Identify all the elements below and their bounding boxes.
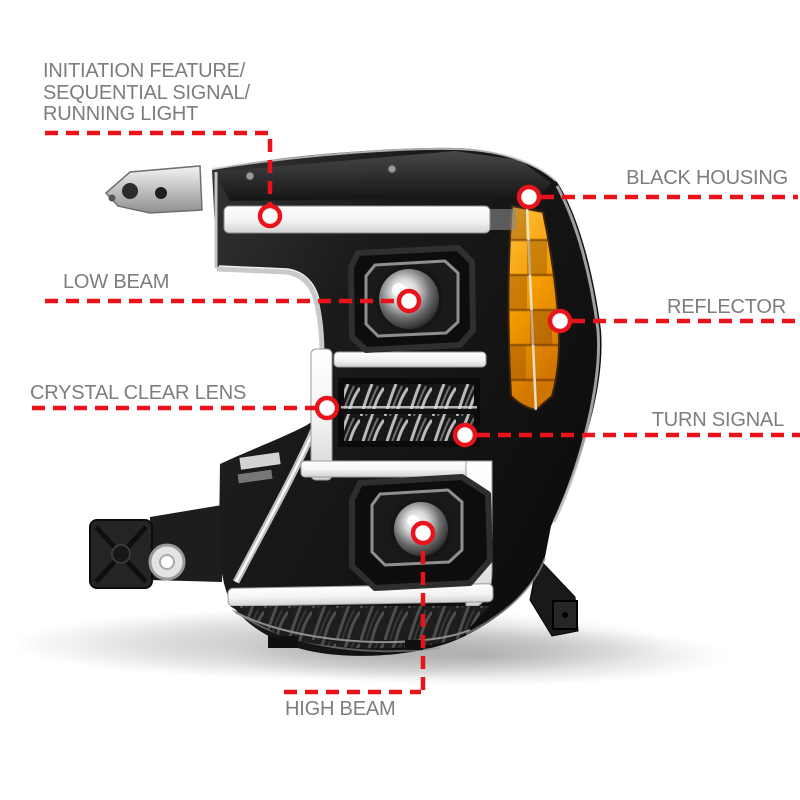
marker-initiation [257,203,283,229]
lower-left-bracket [89,505,222,589]
label-initiation-line-2: SEQUENTIAL SIGNAL/ [43,81,250,104]
marker-reflector [547,308,573,334]
lower-right-bracket [529,556,579,637]
label-black-housing: BLACK HOUSING [626,167,788,189]
label-initiation-feature: INITIATION FEATURE/ SEQUENTIAL SIGNAL/ R… [43,60,250,126]
label-low-beam: LOW BEAM [63,271,170,293]
top-mounting-bracket [104,165,203,214]
marker-high-beam [410,520,436,546]
label-initiation-line-3: RUNNING LIGHT [43,103,199,125]
callout-leader-lines [32,130,800,695]
marker-turn-signal [452,422,478,448]
marker-black-housing [516,184,542,210]
label-turn-signal: TURN SIGNAL [651,409,784,431]
leader-line-initiation [45,130,273,205]
housing-top-face [211,147,557,268]
label-crystal-clear-lens: CRYSTAL CLEAR LENS [30,382,247,404]
screw-icon [387,164,397,174]
marker-crystal-clear-lens [314,395,340,421]
marker-low-beam [396,288,422,314]
crystal-clear-lens-edges [216,185,600,653]
drl-light-bar [223,205,516,607]
label-reflector: REFLECTOR [667,296,786,318]
label-initiation-line-1: INITIATION FEATURE/ [43,60,246,82]
label-high-beam: HIGH BEAM [285,698,396,720]
amber-reflector [507,204,561,412]
screw-icon [245,171,255,181]
leader-line-high-beam [284,546,426,695]
callout-markers [257,184,573,546]
